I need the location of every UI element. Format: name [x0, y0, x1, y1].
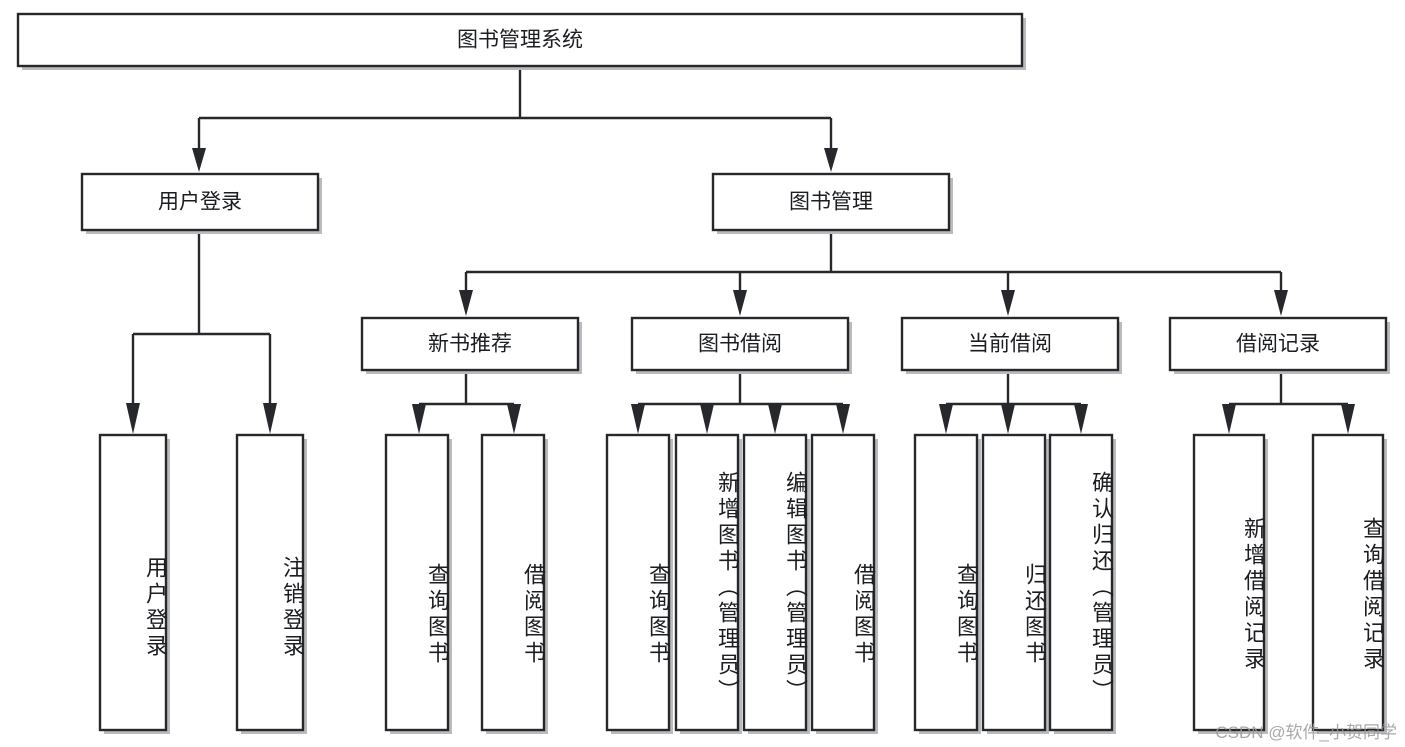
- arrow-leaf-user-login-0: [126, 403, 140, 434]
- leaf-book-borrow-2-box[interactable]: [742, 433, 808, 732]
- leaf-borrow-record-1-box[interactable]: [1311, 433, 1385, 732]
- arrow-leaf-book-borrow-0: [631, 404, 645, 434]
- arrow-to-book-borrow: [733, 290, 747, 316]
- leaf-user-login-0-box[interactable]: [98, 433, 168, 732]
- arrow-leaf-user-login-1: [263, 403, 277, 434]
- leaf-book-borrow-3-box[interactable]: [810, 433, 876, 732]
- nodes-layer: 图书管理系统 用户登录 图书管理 新书推荐 图书借阅 当前借阅 借阅记录: [16, 12, 1390, 734]
- level2-node-2-box[interactable]: [900, 316, 1120, 372]
- leaf-current-borrow-2-box[interactable]: [1048, 433, 1114, 732]
- level2-node-3-box[interactable]: [1168, 316, 1388, 372]
- arrow-leaf-current-borrow-0: [939, 404, 953, 434]
- level2-node-0-label: 新书推荐: [428, 333, 512, 356]
- arrow-leaf-book-borrow-1: [700, 404, 714, 434]
- arrow-to-book-manage: [824, 148, 838, 172]
- arrow-leaf-book-borrow-3: [836, 404, 850, 434]
- leaf-current-borrow-1-box[interactable]: [981, 433, 1047, 732]
- leaf-new-book-1-box[interactable]: [480, 433, 546, 732]
- edges-layer: [126, 68, 1355, 434]
- arrow-leaf-new-book-0: [412, 404, 426, 434]
- level2-node-1-box[interactable]: [630, 316, 850, 372]
- level2-node-0-box[interactable]: [360, 316, 580, 372]
- arrow-leaf-borrow-record-0: [1222, 404, 1236, 434]
- level1-node-0-box[interactable]: [80, 172, 320, 232]
- leaf-user-login-1-box[interactable]: [235, 433, 305, 732]
- arrow-leaf-book-borrow-2: [768, 404, 782, 434]
- arrow-leaf-current-borrow-2: [1074, 404, 1088, 434]
- leaf-new-book-0-box[interactable]: [384, 433, 450, 732]
- level2-node-3-label: 借阅记录: [1236, 333, 1320, 356]
- arrow-to-user-login: [192, 148, 206, 172]
- csdn-watermark: CSDN @软件_小贺同学: [1215, 723, 1397, 742]
- level1-node-1-box[interactable]: [711, 172, 951, 232]
- level1-node-0-label: 用户登录: [158, 191, 242, 214]
- arrow-leaf-new-book-1: [507, 404, 521, 434]
- root-node-label: 图书管理系统: [457, 29, 583, 52]
- level2-node-1-label: 图书借阅: [698, 333, 782, 356]
- leaf-current-borrow-0-box[interactable]: [913, 433, 979, 732]
- level1-node-1-label: 图书管理: [789, 191, 873, 214]
- root-node-box[interactable]: [16, 12, 1024, 68]
- arrow-leaf-current-borrow-1: [1001, 404, 1015, 434]
- arrow-to-new-book: [459, 290, 473, 316]
- leaf-book-borrow-1-box[interactable]: [674, 433, 740, 732]
- leaf-borrow-record-0-box[interactable]: [1192, 433, 1266, 732]
- arrow-leaf-borrow-record-1: [1341, 404, 1355, 434]
- arrow-to-borrow-record: [1274, 290, 1288, 316]
- arrow-to-current-borrow: [1001, 290, 1015, 316]
- level2-node-2-label: 当前借阅: [968, 333, 1052, 356]
- leaf-book-borrow-0-box[interactable]: [605, 433, 671, 732]
